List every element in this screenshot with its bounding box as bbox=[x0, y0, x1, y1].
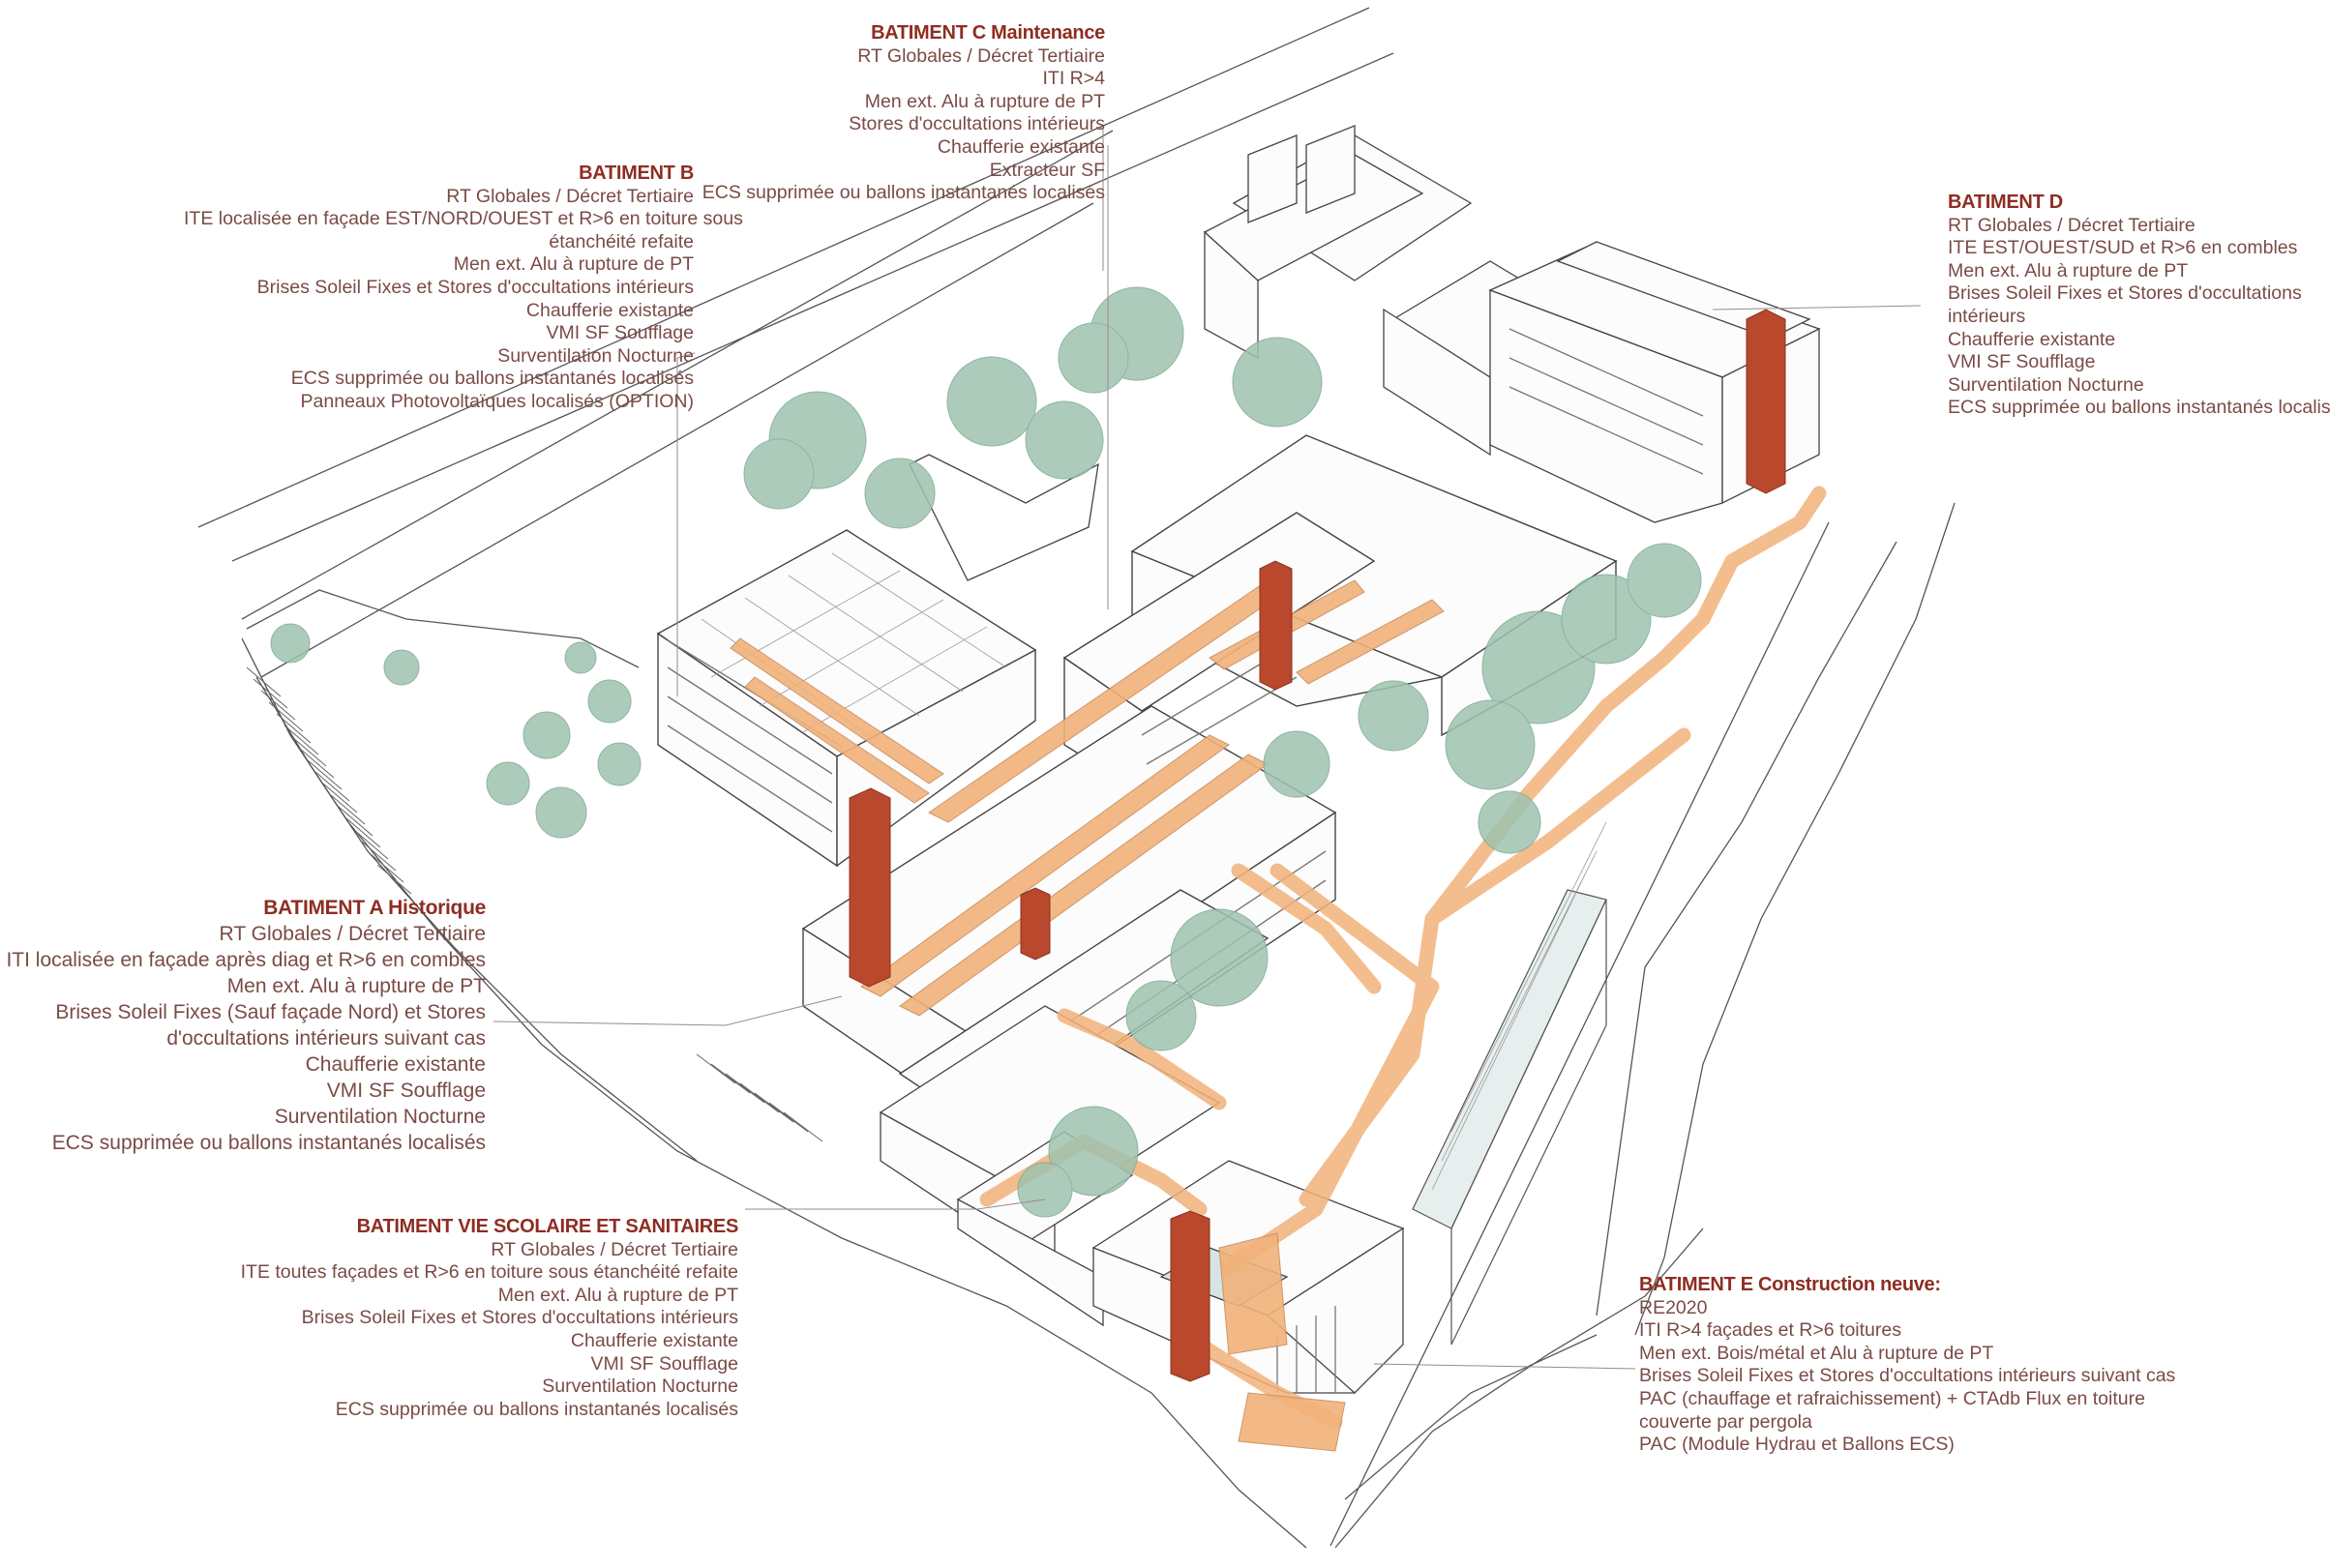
stairs-west bbox=[246, 666, 823, 1142]
label-batiment-c-line: Extracteur SF bbox=[989, 159, 1105, 181]
label-batiment-d-title: BATIMENT D bbox=[1948, 192, 2063, 213]
label-batiment-b-line: étanchéité refaite bbox=[549, 230, 694, 252]
label-batiment-vie-line: Men ext. Alu à rupture de PT bbox=[497, 1284, 738, 1306]
label-batiment-b-line: RT Globales / Décret Tertiaire bbox=[446, 185, 694, 207]
label-batiment-a-line: RT Globales / Décret Tertiaire bbox=[219, 923, 486, 945]
label-batiment-a-line: Brises Soleil Fixes (Sauf façade Nord) e… bbox=[55, 1001, 486, 1023]
label-batiment-d-line: Chaufferie existante bbox=[1948, 328, 2116, 350]
label-batiment-b-line: Men ext. Alu à rupture de PT bbox=[453, 253, 694, 276]
label-batiment-c-line: Stores d'occultations intérieurs bbox=[849, 113, 1105, 135]
leader-lines bbox=[493, 129, 1922, 1370]
label-batiment-a-line: ECS supprimée ou ballons instantanés loc… bbox=[51, 1132, 486, 1154]
label-batiment-vie-title: BATIMENT VIE SCOLAIRE ET SANITAIRES bbox=[356, 1216, 739, 1237]
label-batiment-a-title: BATIMENT A Historique bbox=[263, 897, 486, 919]
label-batiment-vie-line: ECS supprimée ou ballons instantanés loc… bbox=[335, 1398, 738, 1420]
label-batiment-vie-line: Brises Soleil Fixes et Stores d'occultat… bbox=[301, 1307, 738, 1329]
vertical-risers bbox=[849, 309, 1786, 1382]
label-batiment-c-line: ITI R>4 bbox=[1042, 68, 1105, 90]
building-b bbox=[656, 529, 1037, 868]
label-batiment-d-line: Men ext. Alu à rupture de PT bbox=[1948, 259, 2189, 281]
label-batiment-c-line: Men ext. Alu à rupture de PT bbox=[864, 90, 1105, 112]
label-batiment-e-line: Men ext. Bois/métal et Alu à rupture de … bbox=[1639, 1342, 1994, 1364]
site-boundary bbox=[197, 7, 1956, 1549]
label-batiment-d-line: ECS supprimée ou ballons instantanés loc… bbox=[1948, 397, 2330, 419]
label-batiment-a-line: d'occultations intérieurs suivant cas bbox=[166, 1027, 486, 1050]
label-batiment-e-line: Brises Soleil Fixes et Stores d'occultat… bbox=[1639, 1365, 2176, 1387]
label-batiment-b-line: ECS supprimée ou ballons instantanés loc… bbox=[290, 368, 694, 390]
label-batiment-vie-line: Surventilation Nocturne bbox=[542, 1376, 738, 1398]
building-vie-scolaire bbox=[879, 1005, 1221, 1327]
label-batiment-e-line: PAC (chauffage et rafraichissement) + CT… bbox=[1639, 1387, 2145, 1409]
label-batiment-vie-line: VMI SF Soufflage bbox=[590, 1352, 738, 1375]
label-batiment-d-line: ITE EST/OUEST/SUD et R>6 en combles bbox=[1948, 237, 2298, 259]
label-batiment-a-line: Men ext. Alu à rupture de PT bbox=[226, 975, 486, 997]
heat-network-roof-paths bbox=[730, 579, 1445, 1452]
label-batiment-b: BATIMENT B RT Globales / Décret Tertiair… bbox=[184, 163, 743, 414]
label-batiment-d: BATIMENT D RT Globales / Décret Tertiair… bbox=[1948, 192, 2330, 420]
building-d bbox=[1488, 241, 1821, 523]
label-batiment-a-line: Chaufferie existante bbox=[305, 1053, 486, 1076]
label-batiment-c: BATIMENT C Maintenance RT Globales / Déc… bbox=[677, 22, 1106, 205]
label-batiment-b-line: ITE localisée en façade EST/NORD/OUEST e… bbox=[184, 208, 743, 230]
covered-walkway-east bbox=[1412, 821, 1607, 1346]
label-batiment-d-line: VMI SF Soufflage bbox=[1948, 351, 2096, 373]
label-batiment-d-line: Brises Soleil Fixes et Stores d'occultat… bbox=[1948, 282, 2302, 305]
label-batiment-e: BATIMENT E Construction neuve: RE2020 IT… bbox=[1639, 1274, 2220, 1457]
label-batiment-vie-line: ITE toutes façades et R>6 en toiture sou… bbox=[240, 1261, 738, 1284]
label-batiment-c-title: BATIMENT C Maintenance bbox=[871, 22, 1105, 44]
label-batiment-b-line: Panneaux Photovoltaïques localisés (OPTI… bbox=[300, 390, 694, 412]
label-batiment-e-line: ITI R>4 façades et R>6 toitures bbox=[1639, 1319, 1901, 1342]
label-batiment-vie-line: Chaufferie existante bbox=[570, 1329, 738, 1351]
label-batiment-b-line: Surventilation Nocturne bbox=[497, 344, 694, 367]
label-batiment-a-line: ITI localisée en façade après diag et R>… bbox=[6, 949, 486, 971]
label-batiment-b-line: Brises Soleil Fixes et Stores d'occultat… bbox=[256, 276, 694, 298]
label-batiment-vie-line: RT Globales / Décret Tertiaire bbox=[491, 1238, 738, 1260]
label-batiment-e-title: BATIMENT E Construction neuve: bbox=[1639, 1274, 1941, 1295]
label-batiment-a: BATIMENT A Historique RT Globales / Décr… bbox=[0, 895, 486, 1156]
label-batiment-a-line: VMI SF Soufflage bbox=[326, 1080, 486, 1102]
label-batiment-a-line: Surventilation Nocturne bbox=[274, 1106, 486, 1128]
label-batiment-e-line: couverte par pergola bbox=[1639, 1410, 1812, 1433]
label-batiment-e-line: RE2020 bbox=[1639, 1296, 1708, 1318]
label-batiment-b-line: VMI SF Soufflage bbox=[546, 322, 694, 344]
label-batiment-c-line: ECS supprimée ou ballons instantanés loc… bbox=[702, 182, 1105, 204]
label-batiment-c-line: RT Globales / Décret Tertiaire bbox=[857, 44, 1105, 67]
label-batiment-d-line: Surventilation Nocturne bbox=[1948, 373, 2144, 396]
label-batiment-e-line: PAC (Module Hydrau et Ballons ECS) bbox=[1639, 1434, 1955, 1456]
label-batiment-b-line: Chaufferie existante bbox=[525, 299, 694, 321]
label-batiment-d-line: RT Globales / Décret Tertiaire bbox=[1948, 214, 2196, 236]
label-batiment-b-title: BATIMENT B bbox=[579, 163, 694, 184]
label-batiment-vie-scolaire: BATIMENT VIE SCOLAIRE ET SANITAIRES RT G… bbox=[232, 1216, 739, 1421]
trees bbox=[270, 286, 1702, 1218]
label-batiment-d-line: intérieurs bbox=[1948, 305, 2026, 327]
label-batiment-c-line: Chaufferie existante bbox=[937, 135, 1105, 158]
